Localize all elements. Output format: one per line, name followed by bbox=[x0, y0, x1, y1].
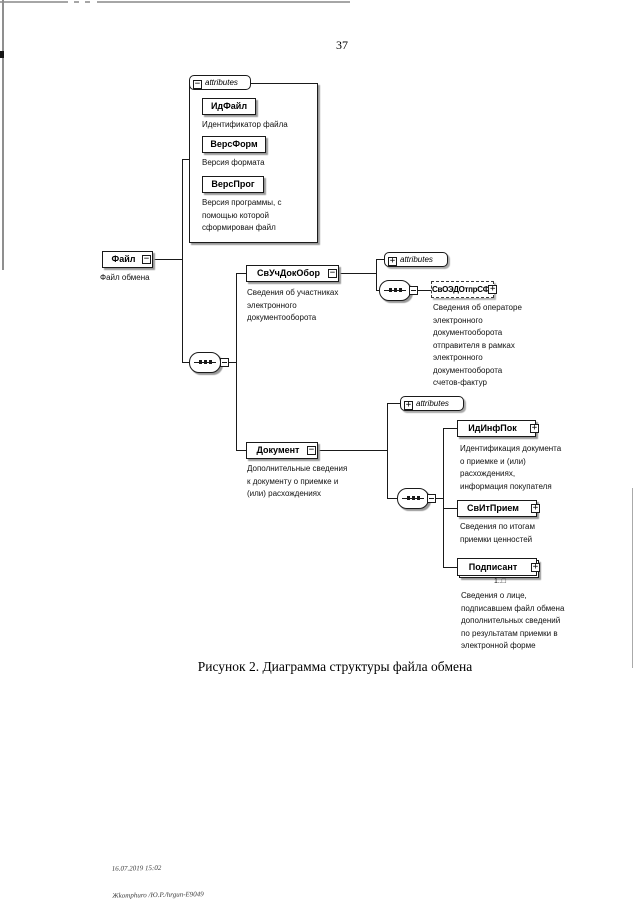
sequence-dot bbox=[399, 288, 402, 292]
attribute-desc: Версия формата bbox=[202, 158, 265, 167]
sequence-handle-icon bbox=[409, 286, 418, 295]
scan-edge-top bbox=[0, 1, 350, 3]
connector-line bbox=[339, 273, 377, 274]
connector-line bbox=[182, 362, 189, 363]
element-box-svuchdokobor: СвУчДокОбор − bbox=[246, 265, 339, 282]
collapse-icon: − bbox=[328, 268, 337, 278]
sequence-dot bbox=[412, 496, 415, 500]
print-stamp: 16.07.2019 15:02 Жkomphuro /Ю.Р./hrgun-Е… bbox=[111, 845, 204, 905]
cardinality-label: 1..□ bbox=[494, 578, 507, 585]
element-desc: Сведения о лице, подписавшем файл обмена… bbox=[461, 591, 565, 650]
sequence-handle-icon bbox=[220, 358, 229, 367]
attribute-name: ВерсПрог bbox=[211, 179, 255, 189]
dash bbox=[411, 290, 416, 291]
connector-line bbox=[153, 259, 182, 260]
element-desc: Дополнительные сведения к документу о пр… bbox=[247, 464, 348, 498]
figure-caption: Рисунок 2. Диаграмма структуры файла обм… bbox=[197, 659, 473, 674]
element-box-podpisant: Подписант + bbox=[457, 558, 540, 576]
attributes-tab: −attributes bbox=[189, 75, 251, 90]
attribute-name: ВерсФорм bbox=[210, 139, 258, 149]
element-name: СвОЭДОтпрСФ bbox=[432, 285, 490, 294]
sequence-dot bbox=[209, 360, 212, 364]
element-name: СвИтПрием bbox=[467, 503, 519, 513]
attributes-tab: +attributes bbox=[400, 396, 464, 411]
connector-line bbox=[387, 498, 398, 499]
sequence-icon bbox=[189, 352, 221, 373]
expand-icon: + bbox=[404, 400, 413, 410]
attribute-desc: Идентификатор файла bbox=[202, 120, 288, 129]
stamp-date: 16.07.2019 15:02 bbox=[111, 863, 162, 873]
dash bbox=[429, 498, 434, 499]
collapse-icon: − bbox=[142, 254, 151, 264]
scan-edge-top-gap bbox=[79, 0, 85, 4]
connector-line bbox=[182, 159, 183, 363]
element-desc: Сведения об операторе электронного докум… bbox=[433, 303, 522, 387]
element-box-svitpriem: СвИтПрием + bbox=[457, 500, 540, 517]
attribute-box-versprog: ВерсПрог bbox=[202, 176, 264, 193]
attribute-name: ИдФайл bbox=[210, 101, 248, 111]
connector-line bbox=[443, 428, 458, 429]
scan-edge-top-gap bbox=[90, 0, 97, 4]
connector-line bbox=[376, 290, 380, 291]
connector-line bbox=[318, 450, 388, 451]
connector-line bbox=[443, 508, 458, 509]
element-box-svoedotprsf: СвОЭДОтпрСФ + bbox=[431, 281, 497, 298]
sequence-dot bbox=[394, 288, 397, 292]
sequence-dot bbox=[389, 288, 392, 292]
sequence-dot bbox=[417, 496, 420, 500]
collapse-icon: − bbox=[193, 79, 202, 89]
scan-edge-top-gap bbox=[68, 0, 74, 4]
attributes-label: attributes bbox=[400, 255, 433, 264]
connector-line bbox=[229, 362, 237, 363]
connector-line bbox=[418, 290, 432, 291]
connector-line bbox=[443, 567, 458, 568]
expand-icon: + bbox=[531, 503, 540, 513]
sequence-icon bbox=[379, 280, 411, 301]
element-desc: Сведения об участниках электронного доку… bbox=[247, 288, 339, 322]
element-box-idinfpok: ИдИнфПок + bbox=[457, 420, 539, 437]
scan-mark bbox=[0, 51, 4, 58]
connector-line bbox=[436, 498, 444, 499]
scan-edge-left bbox=[2, 0, 4, 270]
sequence-dot bbox=[407, 496, 410, 500]
expand-icon: + bbox=[531, 561, 540, 572]
attributes-tab: +attributes bbox=[384, 252, 448, 267]
attributes-label: attributes bbox=[205, 78, 238, 87]
element-name: Документ bbox=[256, 445, 300, 455]
element-desc: Идентификация документа о приемке и (или… bbox=[460, 444, 562, 491]
element-name: СвУчДокОбор bbox=[257, 268, 320, 278]
element-desc: Сведения по итогам приемки ценностей bbox=[460, 522, 535, 544]
connector-line bbox=[236, 273, 237, 451]
connector-line bbox=[182, 159, 189, 160]
element-name: ИдИнфПок bbox=[468, 423, 517, 433]
page-number: 37 bbox=[336, 38, 348, 52]
attribute-box-idfajl: ИдФайл bbox=[202, 98, 256, 115]
sequence-icon bbox=[397, 488, 429, 509]
connector-line bbox=[387, 403, 401, 404]
stamp-id: Жkomphuro /Ю.Р./hrgun-Е9049 bbox=[112, 890, 204, 900]
sequence-dot bbox=[199, 360, 202, 364]
collapse-icon: − bbox=[307, 445, 316, 455]
attribute-desc: Версия программы, с помощью которой сфор… bbox=[202, 198, 282, 232]
expand-icon: + bbox=[388, 256, 397, 266]
sequence-dot bbox=[204, 360, 207, 364]
element-desc: Файл обмена bbox=[100, 273, 150, 282]
connector-line bbox=[443, 428, 444, 568]
scan-edge-right bbox=[632, 488, 633, 668]
sequence-handle-icon bbox=[427, 494, 436, 503]
connector-line bbox=[387, 403, 388, 499]
element-box-dokument: Документ − bbox=[246, 442, 318, 459]
connector-line bbox=[376, 259, 385, 260]
connector-line bbox=[236, 450, 247, 451]
attribute-box-versform: ВерсФорм bbox=[202, 136, 266, 153]
expand-icon: + bbox=[530, 423, 539, 433]
connector-line bbox=[376, 259, 377, 291]
dash bbox=[222, 362, 227, 363]
expand-icon: + bbox=[488, 284, 497, 294]
element-name: Файл bbox=[111, 254, 136, 264]
connector-line bbox=[236, 273, 247, 274]
element-name: Подписант bbox=[468, 562, 518, 572]
element-box-file: Файл − bbox=[102, 251, 153, 268]
attributes-label: attributes bbox=[416, 399, 449, 408]
